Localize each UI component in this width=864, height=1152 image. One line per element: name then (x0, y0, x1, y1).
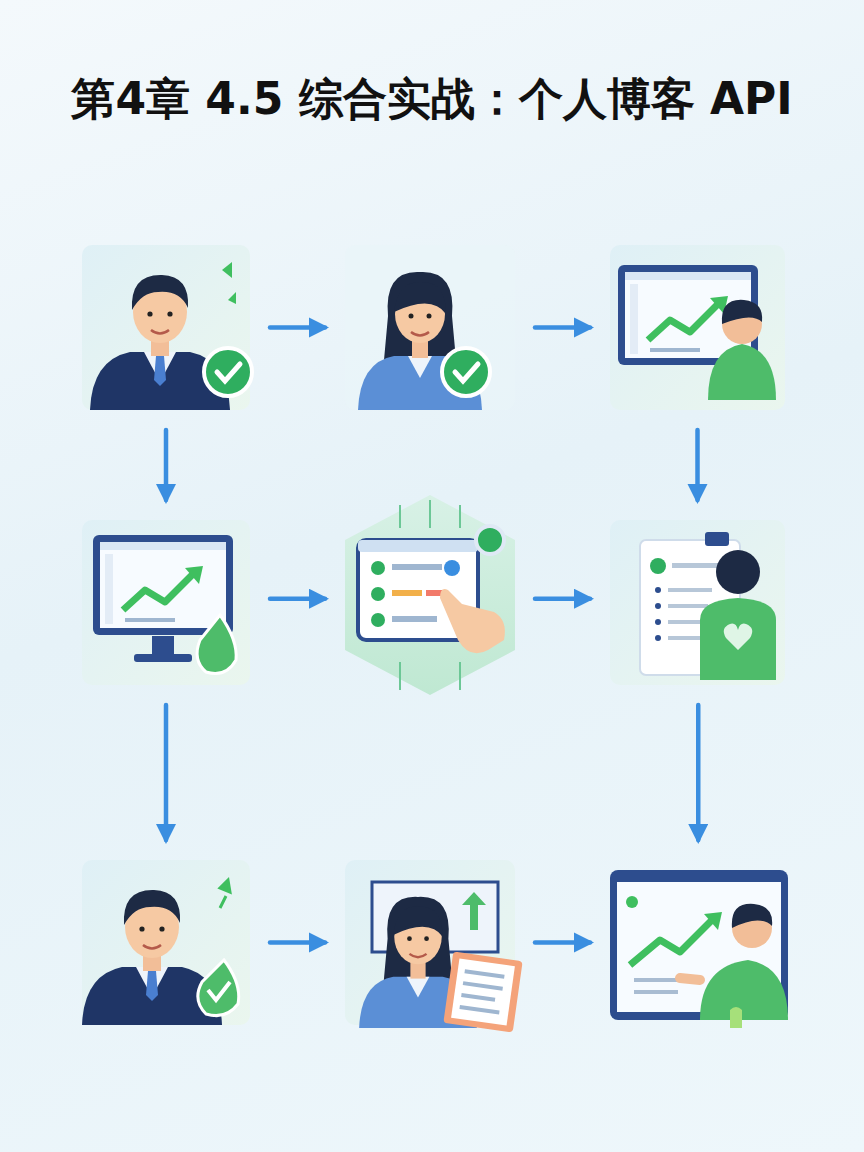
illustration-tile (82, 860, 250, 1025)
illustration-tile (610, 245, 785, 410)
diagram-title: 第4章 4.5 综合实战：个人博客 API (0, 70, 864, 129)
flow-arrow (695, 430, 700, 500)
flow-arrow (535, 597, 590, 602)
flow-arrow (270, 597, 325, 602)
illustration-tile (82, 520, 250, 685)
illustration-tile (610, 520, 785, 685)
flow-arrow (535, 325, 590, 330)
illustration-tile (345, 860, 515, 1025)
illustration-tile (345, 495, 515, 695)
flow-arrow (270, 325, 325, 330)
illustration-tile (82, 245, 250, 410)
illustration-tile (610, 860, 788, 1025)
flow-arrow (270, 940, 325, 945)
illustration-tile (345, 245, 515, 410)
flow-arrow (164, 705, 169, 840)
flow-arrow (164, 430, 169, 500)
flow-arrow (696, 705, 701, 840)
flow-arrow (535, 940, 590, 945)
